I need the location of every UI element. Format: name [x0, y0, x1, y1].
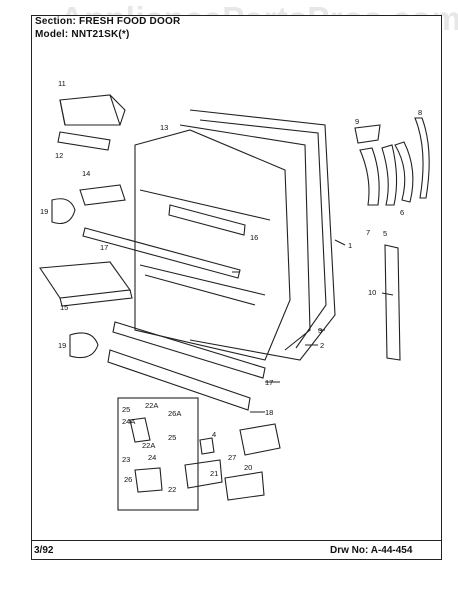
part-15-egg-tray [39, 261, 133, 307]
callout-24: 24 [148, 453, 156, 462]
callout-25b: 25 [168, 433, 176, 442]
part-22-bracket [129, 417, 151, 443]
part-27-hinge [239, 423, 281, 456]
detail-box-hinge-kit [117, 397, 199, 511]
drawing-number: Drw No: A-44-454 [330, 545, 413, 556]
callout-21: 21 [210, 469, 218, 478]
part-21-hinge-plate [184, 459, 223, 489]
callout-16: 16 [250, 233, 258, 242]
part-11-dairy-cover [59, 94, 126, 126]
callout-17a: 17 [100, 243, 108, 252]
part-4-bumper [199, 437, 215, 455]
callout-2: 2 [320, 341, 324, 350]
callout-labels: 11 12 13 14 19 17 16 1 15 3 2 19 17 18 9… [40, 79, 422, 494]
callout-14: 14 [82, 169, 90, 178]
callout-8: 8 [418, 108, 422, 117]
callout-20: 20 [244, 463, 252, 472]
part-6-strap [394, 141, 414, 203]
callout-26A: 26A [168, 409, 181, 418]
part-8-strap [414, 117, 430, 199]
part-26-bracket [134, 467, 163, 493]
callout-3: 3 [318, 326, 322, 335]
callout-17b: 17 [265, 378, 273, 387]
part-17-rail-lower [112, 321, 266, 379]
part-17-rail-upper [82, 227, 241, 279]
callout-9: 9 [355, 117, 359, 126]
callout-4: 4 [212, 430, 216, 439]
callout-25a: 25 [122, 405, 130, 414]
callout-7: 7 [366, 228, 370, 237]
part-18-rail [107, 349, 251, 411]
callout-10: 10 [368, 288, 376, 297]
callout-24A: 24A [122, 417, 135, 426]
part-9-hinge [354, 124, 381, 144]
callout-1: 1 [348, 241, 352, 250]
part-12-trim [57, 131, 111, 151]
callout-19a: 19 [40, 207, 48, 216]
part-5-strap [381, 144, 398, 206]
part-20-hinge-plate [224, 471, 265, 501]
callout-6: 6 [400, 208, 404, 217]
callout-19b: 19 [58, 341, 66, 350]
callout-22: 22 [168, 485, 176, 494]
drawing-frame [31, 15, 442, 560]
part-14-bin [79, 184, 126, 206]
part-19-clip [51, 198, 76, 225]
callout-23: 23 [122, 455, 130, 464]
callout-22A-b: 22A [142, 441, 155, 450]
part-7-strap [359, 147, 380, 206]
callout-13: 13 [160, 123, 168, 132]
model-number: Model: NNT21SK(*) [35, 29, 130, 40]
callout-18: 18 [265, 408, 273, 417]
callout-11: 11 [58, 79, 66, 88]
door-liner [134, 129, 291, 361]
callout-15: 15 [60, 303, 68, 312]
door-outer-panel [179, 109, 336, 361]
footer-rule [31, 540, 442, 541]
callout-12: 12 [55, 151, 63, 160]
callout-26: 26 [124, 475, 132, 484]
drawing-date: 3/92 [34, 545, 54, 556]
callout-22A-a: 22A [145, 401, 158, 410]
part-10-trim [384, 244, 401, 361]
part-19-clip-lower [69, 332, 99, 359]
section-title: Section: FRESH FOOD DOOR [35, 16, 181, 27]
callout-27: 27 [228, 453, 236, 462]
callout-5: 5 [383, 229, 387, 238]
